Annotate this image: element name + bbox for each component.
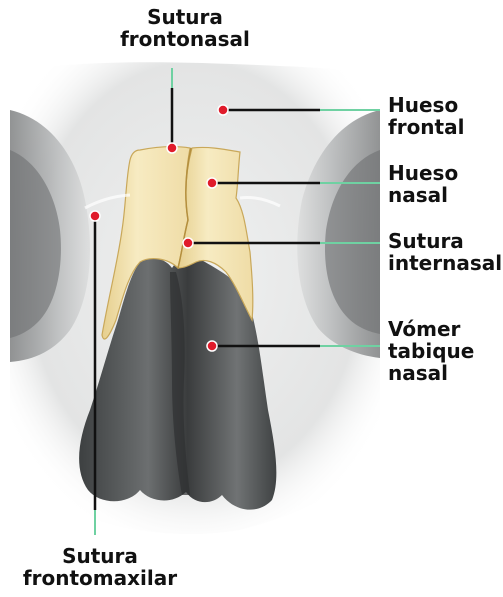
label-line: frontomaxilar: [0, 567, 200, 589]
marker-frontomaxilar: [90, 211, 100, 221]
label-line: Vómer: [388, 318, 474, 340]
marker-frontonasal: [167, 143, 177, 153]
label-line: Sutura: [0, 6, 370, 28]
label-hueso-nasal: Hueso nasal: [388, 162, 458, 206]
label-hueso-frontal: Hueso frontal: [388, 94, 464, 138]
label-line: nasal: [388, 184, 458, 206]
marker-hueso-frontal: [218, 105, 228, 115]
label-sutura-frontonasal: Sutura frontonasal: [0, 6, 370, 50]
label-line: nasal: [388, 362, 474, 384]
marker-hueso-nasal: [207, 178, 217, 188]
label-sutura-internasal: Sutura internasal: [388, 230, 502, 274]
label-line: Hueso: [388, 94, 464, 116]
label-sutura-frontomaxilar: Sutura frontomaxilar: [0, 545, 200, 589]
marker-internasal: [183, 238, 193, 248]
label-line: Hueso: [388, 162, 458, 184]
label-line: frontonasal: [0, 28, 370, 50]
label-line: frontal: [388, 116, 464, 138]
label-vomer: Vómer tabique nasal: [388, 318, 474, 384]
label-line: Sutura: [388, 230, 502, 252]
marker-vomer: [207, 341, 217, 351]
label-line: internasal: [388, 252, 502, 274]
label-line: tabique: [388, 340, 474, 362]
label-line: Sutura: [0, 545, 200, 567]
